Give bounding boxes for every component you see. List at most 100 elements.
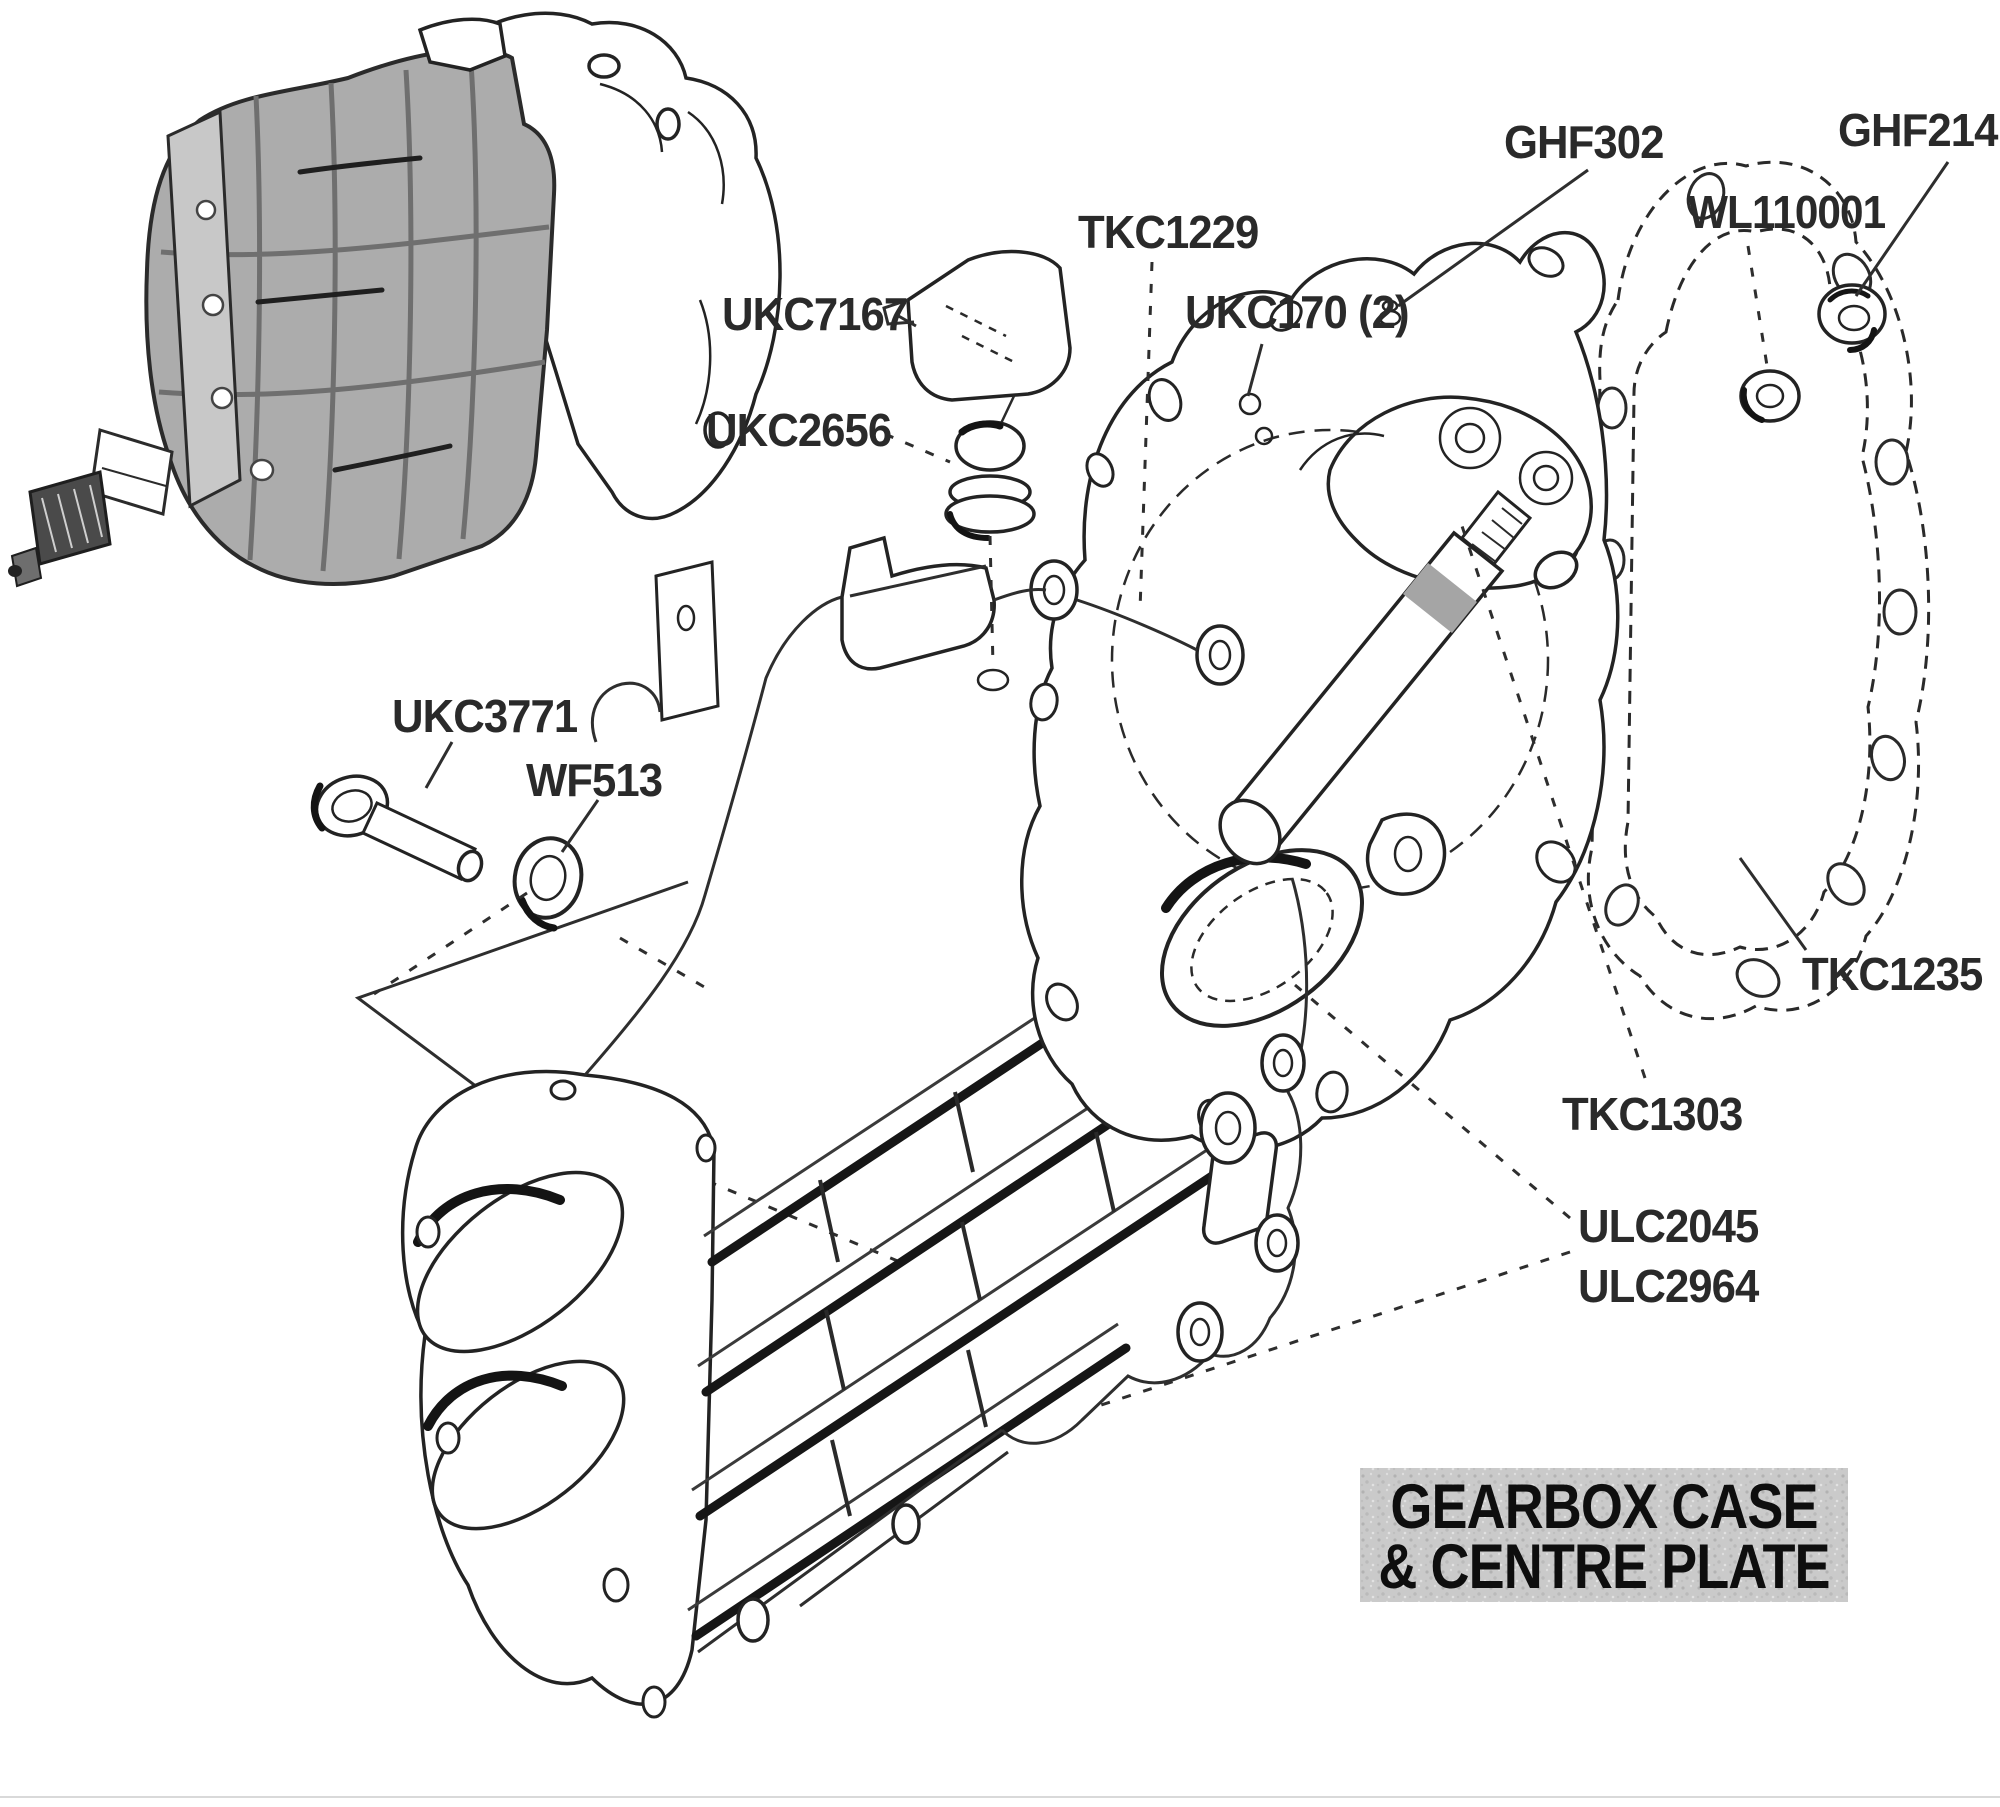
gasket-hole <box>1882 588 1918 636</box>
leader-tkc1303 <box>1458 519 1647 1079</box>
lower-opening-shadow <box>1161 852 1311 913</box>
leader-ukc7167 <box>894 312 917 328</box>
front-face-large-hole <box>430 1359 626 1531</box>
plate-hole <box>1147 378 1183 422</box>
mainshaft-spline <box>1459 489 1533 567</box>
input-shaft-spline <box>28 470 112 566</box>
bell-housing-detail <box>599 82 725 425</box>
flange-boss <box>210 386 234 410</box>
boss-swirl <box>1438 406 1502 470</box>
breather-cover-ukc7167 <box>882 249 1072 435</box>
bolt-hole <box>549 1079 577 1101</box>
shaft-rear-hole <box>1533 550 1579 590</box>
flange-ear-hole <box>1272 1048 1294 1078</box>
case-rib-rails-dark <box>691 903 1251 1641</box>
case-top-ear-links <box>993 588 1198 652</box>
boss-swirl <box>1518 450 1574 506</box>
leader-tkc1235 <box>1738 857 1808 951</box>
part-label-tkc1229: TKC1229 <box>1078 206 1258 258</box>
leader-ulc2045 <box>1294 983 1571 1220</box>
part-label-ghf214: GHF214 <box>1838 104 1998 156</box>
nut-shadow <box>1847 327 1877 353</box>
dowel-ukc170 <box>1254 426 1274 446</box>
flange-boss <box>249 458 275 482</box>
flange-boss <box>195 199 217 221</box>
plug-flange-shadow <box>947 511 991 541</box>
front-face-large-hole <box>415 1170 625 1354</box>
title-line-1: GEARBOX CASE <box>1390 1472 1817 1542</box>
bolt-hole <box>435 1421 461 1455</box>
boss-swirl <box>1454 422 1486 454</box>
plug-cap-shadow <box>958 420 1004 436</box>
leader-ghf302 <box>1397 168 1589 308</box>
plug-flange-inner <box>331 789 373 823</box>
plug-ukc3771 <box>310 774 484 883</box>
part-label-ghf302: GHF302 <box>1504 116 1663 168</box>
kidney-boss <box>1365 812 1447 896</box>
gasket-hole <box>1686 172 1726 220</box>
gearbox-body-ribs <box>158 62 550 572</box>
input-shaft-line <box>101 467 167 487</box>
gasket-hole <box>1870 734 1906 782</box>
case-top-edge <box>583 595 843 1076</box>
kidney-hole <box>1393 835 1423 873</box>
part-label-ukc2656: UKC2656 <box>706 404 891 456</box>
bell-lug-hole <box>703 411 733 449</box>
top-bracket <box>417 17 507 72</box>
plate-hole <box>1029 682 1059 722</box>
lock-washer-wl110001 <box>1739 369 1801 423</box>
stud-ghf302 <box>1381 299 1399 313</box>
seal-inner <box>529 854 567 902</box>
boss-arc <box>1298 432 1385 471</box>
centre-plate-outline <box>1020 230 1620 1152</box>
bolt-hole <box>415 1215 441 1249</box>
side-flange-dashes <box>585 936 901 1264</box>
gearbox-body-rib-accents <box>255 155 453 473</box>
plug-shadow <box>310 782 326 832</box>
flange-lug <box>1176 1301 1224 1363</box>
part-label-ukc170: UKC170 (2) <box>1185 286 1409 338</box>
plate-hole <box>1527 246 1565 278</box>
plug-stem-end <box>456 849 484 883</box>
shift-boss-hole <box>676 604 696 632</box>
centre-plate <box>1020 230 1620 1245</box>
leader-ukc2656 <box>884 432 951 464</box>
case-top-ear <box>1195 624 1245 686</box>
case-rib-rails-light <box>687 882 1239 1612</box>
bolt-hole <box>602 1567 630 1603</box>
shift-boss-hook <box>591 681 662 743</box>
title-block-speckle <box>1360 1468 1848 1602</box>
flange-ear-hole <box>1266 1228 1288 1258</box>
plate-hole <box>1085 452 1115 488</box>
sump-ear <box>891 1503 921 1545</box>
plate-hole <box>1045 982 1079 1022</box>
part-label-wl110001: WL110001 <box>1688 187 1886 238</box>
breather-plug-ukc2656 <box>944 420 1036 541</box>
part-label-ulc2045: ULC2045 <box>1578 1200 1758 1252</box>
part-label-ulc2964: ULC2964 <box>1578 1260 1759 1312</box>
title-line-2: & CENTRE PLATE <box>1378 1532 1829 1602</box>
plate-lower-opening <box>1159 848 1365 1028</box>
cover-outline <box>906 249 1072 402</box>
case-rear-flange <box>993 559 1309 1445</box>
gasket-tkc1235 <box>1586 160 1931 1021</box>
part-label-tkc1303: TKC1303 <box>1562 1088 1742 1140</box>
mainshaft-collar <box>1403 563 1477 633</box>
leader-ukc170 <box>1246 343 1264 397</box>
nut-ghf214 <box>1817 283 1887 353</box>
bell-lug-hole <box>587 53 621 79</box>
plate-hole <box>1535 840 1577 884</box>
washer-inner <box>1755 383 1785 409</box>
plate-hole <box>1269 300 1303 332</box>
title-block: GEARBOX CASE & CENTRE PLATE <box>1360 1468 1848 1602</box>
nut-facet <box>1827 288 1871 303</box>
centre-boss <box>1326 395 1593 590</box>
mainshaft-end <box>1218 798 1282 866</box>
plate-hole <box>1315 1070 1349 1114</box>
boss-swirl <box>1532 464 1560 492</box>
flange-ear <box>1260 1033 1306 1093</box>
leader-tkc1229 <box>1138 261 1154 611</box>
gasket-band <box>1586 160 1931 1021</box>
hole-shadow-arc <box>423 1370 567 1431</box>
